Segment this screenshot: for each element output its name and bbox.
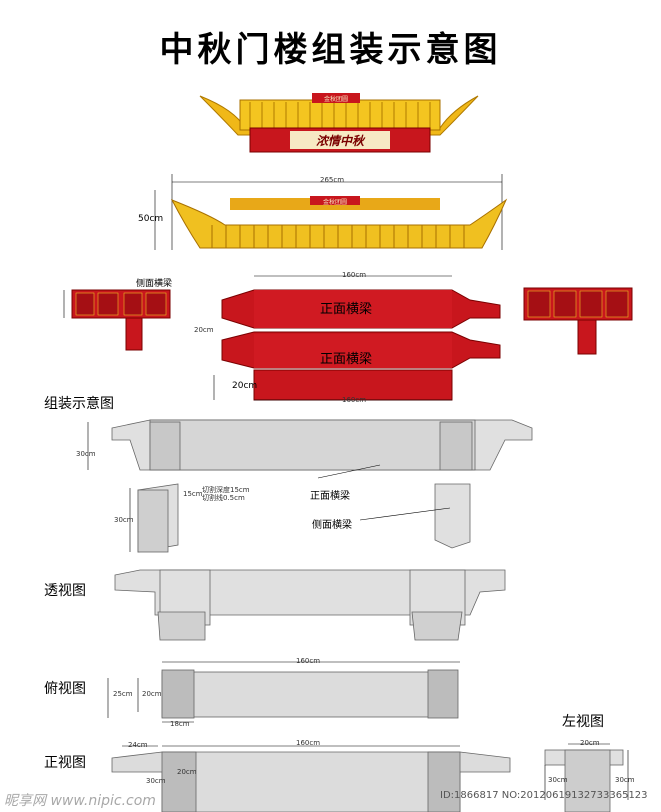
assembly-dim-30: 30cm	[114, 516, 134, 524]
left-view-section-label: 左视图	[562, 714, 604, 730]
front-view-dim-c: 30cm	[146, 777, 166, 785]
top-view-dim-a: 25cm	[113, 690, 133, 698]
watermark-text: 昵享网 www.nipic.com	[4, 793, 156, 809]
roof2-plaque-text: 金秋团圆	[322, 199, 347, 206]
top-view-width-label: 160cm	[296, 657, 321, 665]
cut-depth-label: 切割深度15cm	[202, 486, 250, 494]
page-title: 中秋门楼组装示意图	[159, 30, 502, 70]
side-beam-callout: 侧面横梁	[312, 520, 352, 531]
front-view-section-label: 正视图	[44, 755, 86, 771]
side-beam-right	[523, 287, 633, 355]
assembly-diagram	[87, 419, 533, 553]
roof-width-label: 265cm	[320, 176, 345, 184]
front-view-dim-b: 20cm	[177, 768, 197, 776]
beam-dim-20a: 20cm	[194, 326, 214, 334]
roof-top-illustration	[199, 93, 479, 153]
assembly-section-label: 组装示意图	[44, 396, 114, 412]
left-view-diagram	[544, 743, 629, 812]
left-view-dim-a: 20cm	[580, 739, 600, 747]
image-id-text: ID:1866817 NO:20120619132733365123	[440, 790, 648, 801]
left-view-dim-b: 30cm	[548, 776, 568, 784]
front-view-diagram	[111, 745, 511, 812]
roof-dimension-illustration	[154, 174, 508, 250]
left-view-dim-c: 30cm	[615, 776, 635, 784]
front-view-dim-a: 24cm	[128, 741, 148, 749]
front-view-width-label: 160cm	[296, 739, 321, 747]
roof-plaque-text: 金秋团圆	[323, 96, 348, 103]
front-beam-bottom-width-label: 160cm	[342, 396, 367, 404]
roof-banner-text: 浓情中秋	[315, 134, 364, 148]
cut-width-label: 切割线0.5cm	[202, 494, 245, 502]
perspective-diagram	[114, 569, 506, 641]
top-view-dim-c: 18cm	[170, 720, 190, 728]
assembly-dim-15: 15cm	[183, 490, 203, 498]
perspective-section-label: 透视图	[44, 583, 86, 599]
top-view-section-label: 俯视图	[44, 681, 86, 697]
front-beams	[213, 275, 501, 401]
front-beam-label-2: 正面横梁	[320, 352, 373, 367]
front-beam-width-label: 160cm	[342, 271, 367, 279]
top-view-dim-b: 20cm	[142, 690, 162, 698]
roof-height-label: 50cm	[138, 214, 164, 224]
front-beam-callout: 正面横梁	[310, 491, 350, 502]
side-beam-left	[63, 289, 171, 351]
assembly-height-label: 30cm	[76, 450, 96, 458]
side-beam-label: 侧面横梁	[136, 279, 173, 289]
beam-dim-20b: 20cm	[232, 381, 258, 391]
front-beam-label-1: 正面横梁	[320, 302, 373, 317]
top-view-diagram	[107, 661, 460, 723]
